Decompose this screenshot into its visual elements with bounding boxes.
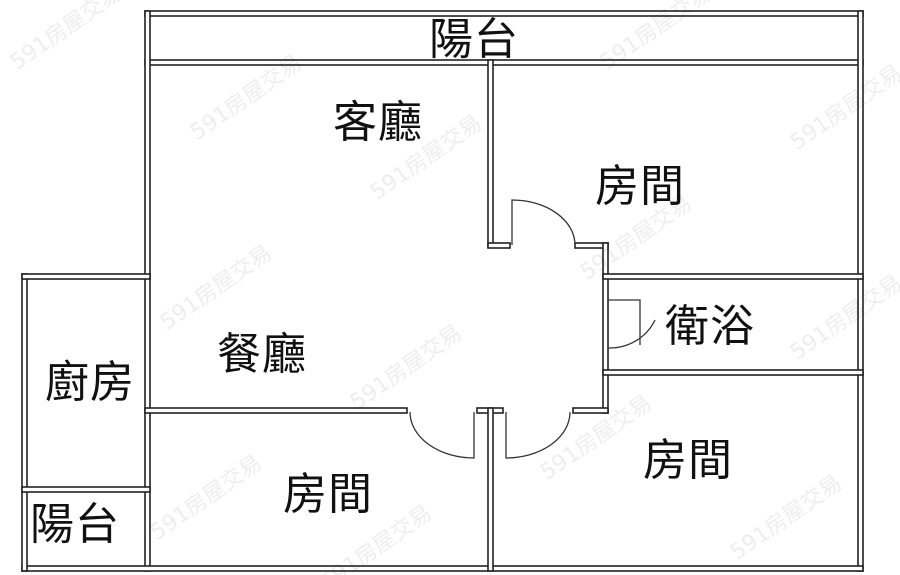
door-bedroom-bottom-right (505, 411, 571, 459)
wall (21, 486, 151, 493)
room-label-dining-room: 餐廳 (217, 329, 307, 380)
room-label-living-room: 客廳 (333, 97, 423, 148)
wall (144, 407, 408, 414)
door-bathroom (607, 299, 656, 349)
room-label-balcony-bottom-left: 陽台 (30, 499, 120, 550)
wall (21, 273, 28, 572)
room-label-balcony-top: 陽台 (429, 14, 519, 65)
wall (602, 273, 864, 280)
wall (21, 565, 864, 572)
room-label-bedroom-top-right: 房間 (595, 161, 685, 212)
wall (602, 369, 864, 376)
door-bedroom-bottom-middle (409, 411, 475, 459)
room-label-kitchen: 廚房 (45, 357, 135, 408)
wall (487, 242, 511, 249)
room-label-bathroom: 衛浴 (665, 301, 755, 352)
wall (21, 273, 151, 280)
doors (409, 199, 656, 459)
door-bedroom-top-right (511, 199, 576, 246)
room-label-bedroom-bottom-middle: 房間 (283, 469, 373, 520)
wall (487, 59, 494, 248)
wall (487, 407, 494, 572)
room-label-bedroom-bottom-right: 房間 (643, 435, 733, 486)
wall (572, 407, 609, 414)
